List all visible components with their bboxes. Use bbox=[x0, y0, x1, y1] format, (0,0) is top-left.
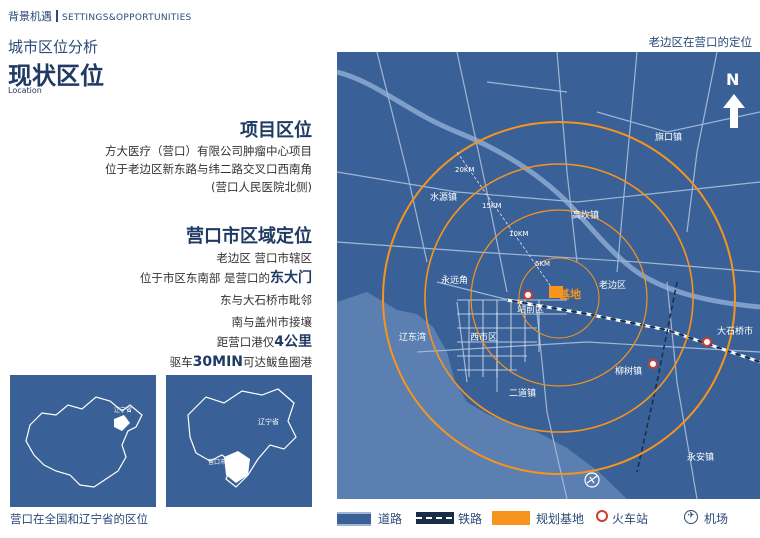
legend-station-label: 火车站 bbox=[612, 512, 649, 526]
place-laobian: 老边区 bbox=[599, 281, 627, 291]
train-station-icon bbox=[596, 510, 608, 522]
station-icon-dashiqiao bbox=[702, 337, 712, 347]
page-title: 现状区位 bbox=[8, 62, 104, 90]
header-divider bbox=[56, 10, 58, 22]
station-icons bbox=[523, 290, 712, 369]
city-line-1: 老边区 营口市辖区 bbox=[216, 251, 312, 265]
place-xishi: 西市区 bbox=[470, 333, 498, 343]
city-line-5-prefix: 距营口港仅 bbox=[216, 335, 275, 349]
place-gaokan: 高坎镇 bbox=[572, 211, 600, 221]
ring-label-15km: 15KM bbox=[482, 202, 502, 210]
main-map: N 20KM 15KM 10KM 5KM 旗口镇 水源镇 高坎镇 老边区 永远角… bbox=[337, 52, 760, 499]
ring-10km bbox=[470, 209, 648, 387]
legend-plan-label: 规划基地 bbox=[536, 512, 585, 526]
inset-china-province-label: 辽宁省 bbox=[114, 407, 133, 414]
inset-liaoning-label: 辽宁省 bbox=[258, 418, 279, 426]
legend-road-swatch bbox=[337, 512, 371, 526]
planning-base-block bbox=[549, 286, 563, 298]
page-title-en: Location bbox=[8, 86, 42, 95]
place-zhanqian: 站前区 bbox=[517, 305, 545, 315]
section-header: 背景机遇 SETTINGS&OPPORTUNITIES bbox=[8, 8, 192, 24]
place-yongyuan: 永远角 bbox=[441, 276, 469, 286]
liaoning-inset-map: 辽宁省 营口市 bbox=[166, 375, 312, 507]
project-heading: 项目区位 bbox=[240, 120, 312, 141]
china-inset-map: 辽宁省 bbox=[10, 375, 156, 507]
airport-legend-icon: ✈ bbox=[684, 510, 698, 524]
ring-20km bbox=[382, 121, 736, 475]
city-line-5: 距营口港仅4公里 bbox=[217, 334, 312, 351]
distance-rings bbox=[382, 121, 736, 475]
place-liaodongwan: 辽东湾 bbox=[399, 333, 427, 343]
yingkou-highlight bbox=[224, 451, 250, 483]
city-line-6-prefix: 驱车 bbox=[169, 355, 193, 369]
legend-rail-label: 铁路 bbox=[458, 512, 483, 526]
page-subtitle: 城市区位分析 bbox=[8, 38, 99, 56]
map-caption: 老边区在营口的定位 bbox=[648, 35, 753, 49]
place-yongan: 永安镇 bbox=[687, 453, 715, 463]
project-line-1: 方大医疗（营口）有限公司肿瘤中心项目 bbox=[105, 144, 312, 158]
north-arrow bbox=[723, 94, 745, 128]
legend-rail-swatch bbox=[416, 512, 454, 524]
liaoning-outline-graphic bbox=[187, 388, 297, 488]
place-qikou: 旗口镇 bbox=[655, 133, 683, 143]
project-line-2: 位于老边区新东路与纬二路交叉口西南角 bbox=[105, 162, 312, 176]
city-heading: 营口市区域定位 bbox=[186, 226, 312, 247]
inset-caption: 营口在全国和辽宁省的区位 bbox=[10, 512, 148, 526]
railway-south bbox=[636, 281, 678, 473]
section-title-en: SETTINGS&OPPORTUNITIES bbox=[62, 13, 192, 23]
map-graphic bbox=[337, 52, 760, 499]
project-line-3: (营口人民医院北侧) bbox=[211, 180, 312, 194]
sea-area bbox=[337, 292, 627, 499]
ring-label-5km: 5KM bbox=[535, 260, 551, 268]
airport-icon bbox=[584, 472, 600, 488]
place-dashiqiao: 大石桥市 bbox=[717, 327, 754, 337]
liaoning-highlight bbox=[114, 415, 130, 431]
china-outline-graphic bbox=[25, 396, 143, 488]
legend-plan-swatch bbox=[492, 511, 530, 525]
ring-15km bbox=[424, 163, 694, 433]
city-line-6-suffix: 可达鲅鱼圈港 bbox=[243, 355, 312, 369]
legend-rail-dashes bbox=[416, 517, 454, 519]
river bbox=[337, 69, 760, 310]
city-line-5-emph: 4公里 bbox=[274, 334, 312, 350]
place-base: 基地 bbox=[559, 288, 581, 301]
legend-airport-label: 机场 bbox=[704, 512, 729, 526]
station-icon-zhanqian bbox=[523, 290, 533, 300]
ring-label-10km: 10KM bbox=[509, 230, 529, 238]
city-line-3: 东与大石桥市毗邻 bbox=[220, 293, 312, 307]
north-label: N bbox=[726, 70, 740, 89]
city-line-6: 驱车30MIN可达鲅鱼圈港 bbox=[170, 354, 312, 371]
ring-5km bbox=[518, 257, 600, 339]
city-line-4: 南与盖州市接壤 bbox=[231, 315, 313, 329]
place-erdao: 二道镇 bbox=[509, 389, 537, 399]
legend-road-label: 道路 bbox=[378, 512, 403, 526]
section-title-cn: 背景机遇 bbox=[8, 10, 52, 23]
city-line-2: 位于市区东南部 是营口的东大门 bbox=[140, 270, 312, 287]
city-line-6-emph: 30MIN bbox=[192, 354, 243, 370]
city-line-2-emph: 东大门 bbox=[270, 270, 312, 286]
ring-label-20km: 20KM bbox=[455, 166, 475, 174]
station-icon-liushu bbox=[648, 359, 658, 369]
place-liushu: 柳树镇 bbox=[615, 367, 643, 377]
place-shuiyuan: 水源镇 bbox=[430, 193, 458, 203]
inset-yingkou-label: 营口市 bbox=[208, 459, 227, 466]
city-line-2-prefix: 位于市区东南部 是营口的 bbox=[139, 271, 270, 285]
railway-line-inner bbox=[506, 299, 760, 363]
